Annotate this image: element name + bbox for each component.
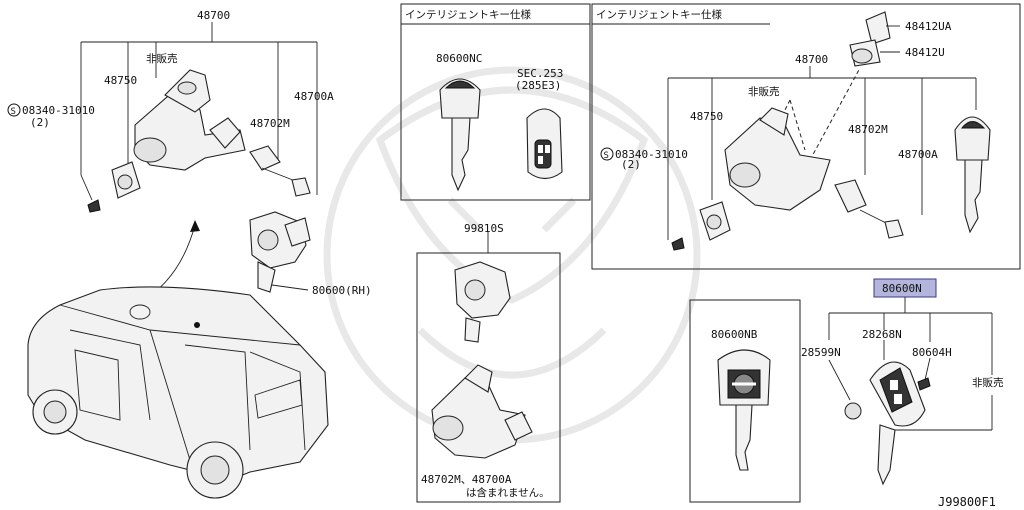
keyset-80600n [828, 278, 993, 486]
key-icon [954, 116, 991, 234]
screw-symbol-icon: S [600, 147, 614, 161]
svg-text:S: S [11, 107, 16, 117]
lock-cylinder-icon [849, 11, 891, 67]
label-80600nb: 80600NB [711, 328, 758, 341]
label-48700a-right: 48700A [898, 148, 938, 161]
panel-lock-set-99810s [416, 232, 561, 503]
watermark-emblem [323, 66, 701, 444]
panel-key-80600nb [689, 299, 801, 503]
label-48750-right: 48750 [690, 110, 723, 123]
lock-cylinder-icon [454, 261, 511, 343]
label-bolt-left: 08340-31010 [22, 104, 95, 117]
label-bolt-left-qty: (2) [30, 116, 50, 129]
label-80604h: 80604H [912, 346, 952, 359]
label-48702m-left: 48702M [250, 117, 290, 130]
label-panel1-title: インテリジェントキー仕様 [405, 8, 531, 21]
key-blade-icon [877, 424, 896, 486]
intelligent-key-fob-icon [526, 108, 563, 180]
lock-cylinder-icon [249, 211, 311, 293]
label-non-sale-left: 非販売 [146, 52, 178, 65]
screw-symbol-icon: S [7, 103, 21, 117]
ignition-switch-icon [431, 364, 533, 459]
svg-text:S: S [604, 151, 609, 161]
label-bolt-right-qty: (2) [621, 158, 641, 171]
label-80600n: 80600N [882, 282, 922, 295]
key-icon [439, 78, 481, 192]
label-48700a-left: 48700A [294, 90, 334, 103]
ignition-switch-icon [87, 69, 311, 213]
label-non-sale-keyset: 非販売 [972, 376, 1004, 389]
panel-intelligent-key-1 [400, 3, 591, 201]
label-80600nc: 80600NC [436, 52, 482, 65]
label-48750-left: 48750 [104, 74, 137, 87]
labels: 48700 非販売 48750 S 08340-31010 (2) 48702M… [7, 8, 1004, 509]
label-sec253: SEC.253 [517, 67, 563, 80]
label-48700-right: 48700 [795, 53, 828, 66]
label-sec253-sub: (285E3) [515, 79, 561, 92]
label-99810s: 99810S [464, 222, 504, 235]
label-28599n: 28599N [801, 346, 841, 359]
left-assembly [80, 22, 318, 316]
label-48700-left: 48700 [197, 9, 230, 22]
van-icon [27, 286, 329, 499]
screw-icon [917, 377, 931, 391]
key-icon [717, 349, 771, 471]
battery-icon [844, 402, 862, 420]
label-28268n: 28268N [862, 328, 902, 341]
ignition-switch-icon [671, 107, 904, 251]
label-panel2-title: インテリジェントキー仕様 [596, 8, 722, 21]
label-note-line2: は含まれません。 [466, 486, 550, 499]
label-bolt-right: 08340-31010 [615, 148, 688, 161]
label-note-line1: 48702M、48700A [421, 473, 512, 486]
label-non-sale-right: 非販売 [748, 85, 780, 98]
diagram-code: J99800F1 [938, 495, 996, 509]
intelligent-key-fob-icon [869, 361, 926, 427]
panel-intelligent-key-2 [591, 3, 1021, 270]
label-80600-rh: 80600(RH) [312, 284, 372, 297]
label-48702m-right: 48702M [848, 123, 888, 136]
label-48412u: 48412U [905, 46, 945, 59]
label-48412ua: 48412UA [905, 20, 952, 33]
